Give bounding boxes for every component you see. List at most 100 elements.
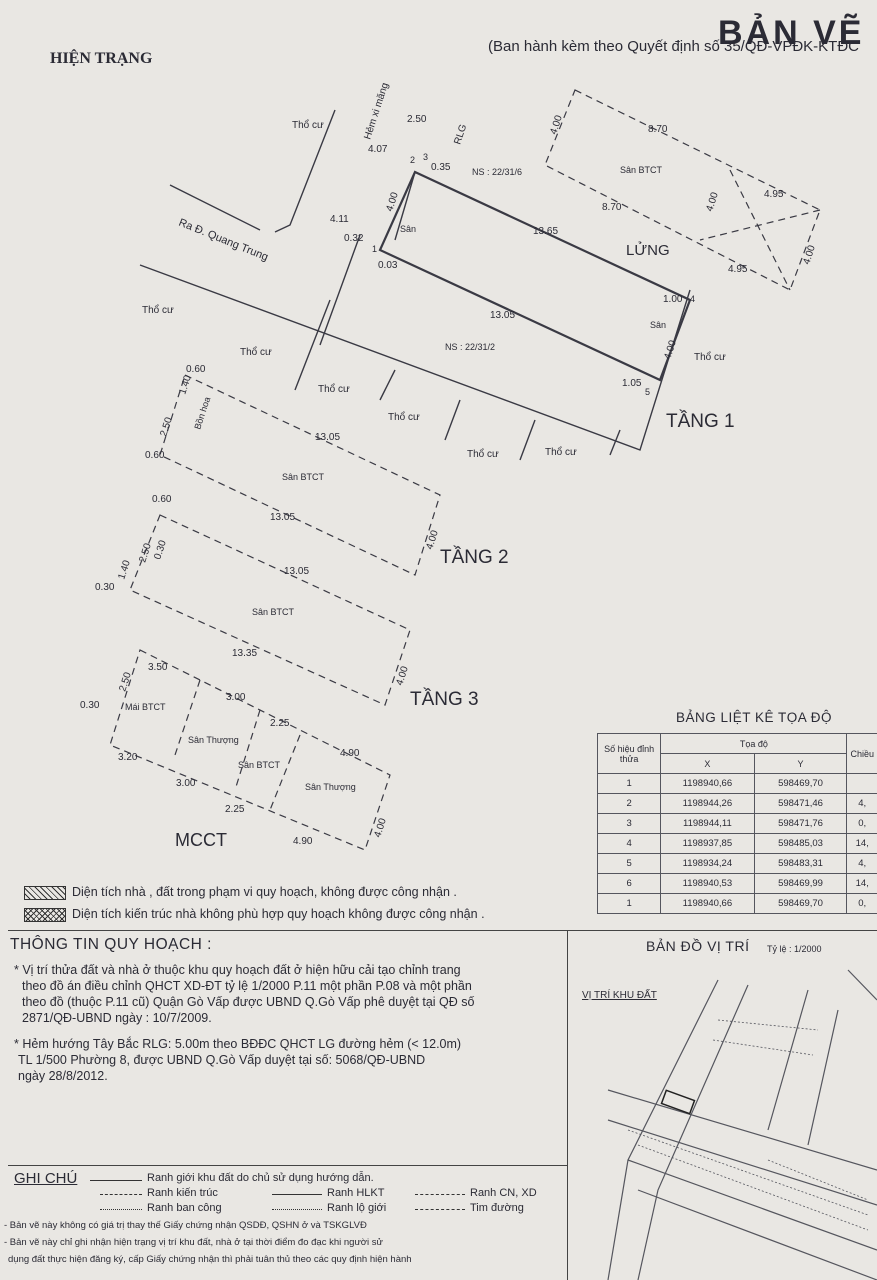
dim-label: 3.00 bbox=[226, 692, 246, 703]
label-san-thuong: Sân Thượng bbox=[188, 735, 239, 745]
label-bon-hoa: Bồn hoa bbox=[192, 396, 212, 431]
notes-heading: GHI CHÚ bbox=[14, 1170, 78, 1187]
divider bbox=[8, 930, 877, 931]
planning-paragraph-1: * Vị trí thửa đất và nhà ở thuộc khu quy… bbox=[14, 963, 475, 1025]
dim-label: 0.30 bbox=[95, 582, 115, 593]
location-map-label: VỊ TRÍ KHU ĐẤT bbox=[582, 990, 657, 1001]
point-label: 1 bbox=[372, 244, 377, 254]
label-tho-cu: Thổ cư bbox=[467, 448, 499, 460]
dim-label: 13.05 bbox=[315, 432, 340, 443]
label-ns2: NS : 22/31/2 bbox=[445, 342, 495, 352]
floor-label-tang2: TẦNG 2 bbox=[440, 546, 509, 568]
label-tho-cu: Thổ cư bbox=[545, 446, 577, 458]
dim-label: 4.00 bbox=[548, 114, 565, 136]
label-san-btct: Sân BTCT bbox=[620, 165, 663, 175]
label-san-btct: Sân BTCT bbox=[238, 760, 281, 770]
dim-label: 2.50 bbox=[158, 416, 175, 438]
dim-label: 13.05 bbox=[490, 310, 515, 321]
dim-label: 8.70 bbox=[602, 202, 622, 213]
dim-label: 0.35 bbox=[431, 162, 451, 173]
dim-label: 2.25 bbox=[270, 718, 290, 729]
note-disclaimer-1: - Bản vẽ này không có giá trị thay thế G… bbox=[4, 1220, 367, 1231]
dim-label: 1.40 bbox=[116, 559, 133, 581]
dim-label: 3.50 bbox=[148, 662, 168, 673]
dim-label: 0.60 bbox=[186, 364, 206, 375]
dim-label: 13.65 bbox=[533, 226, 558, 237]
legend-item-2: Diện tích kiến trúc nhà không phù hợp qu… bbox=[72, 907, 485, 921]
dim-label: 2.50 bbox=[137, 542, 154, 564]
dim-label: 1.00 bbox=[663, 294, 683, 305]
dim-label: 4.90 bbox=[340, 748, 360, 759]
location-map-scale: Tỷ lệ : 1/2000 bbox=[767, 944, 822, 954]
lot-tang2 bbox=[159, 374, 441, 576]
note-line-4: Ranh CN, XD bbox=[470, 1187, 537, 1199]
label-tho-cu: Thổ cư bbox=[292, 119, 324, 131]
divider bbox=[8, 1165, 567, 1166]
col-y-header: Y bbox=[753, 753, 848, 774]
line-sample-dashed bbox=[100, 1194, 142, 1195]
dim-label: 0.60 bbox=[152, 494, 172, 505]
label-san-thuong: Sân Thượng bbox=[305, 782, 356, 792]
note-disclaimer-2: - Bản vẽ này chỉ ghi nhận hiện trạng vị … bbox=[4, 1237, 383, 1248]
label-tho-cu: Thổ cư bbox=[240, 346, 272, 358]
location-map-title: BẢN ĐỒ VỊ TRÍ bbox=[646, 938, 750, 954]
road-edge-line bbox=[169, 184, 261, 231]
note-line-6: Ranh lộ giới bbox=[327, 1202, 387, 1214]
label-tho-cu: Thổ cư bbox=[142, 304, 174, 316]
lot-tang1 bbox=[378, 170, 692, 382]
dim-label: 4.00 bbox=[801, 244, 818, 266]
page-subtitle: (Ban hành kèm theo Quyết định số 35/QĐ-V… bbox=[488, 38, 860, 55]
dim-label: 1.40 bbox=[177, 374, 194, 396]
label-ra-duong: Ra Đ. Quang Trung bbox=[177, 217, 270, 264]
col-coord-header: Tọa độ bbox=[660, 733, 848, 754]
dim-label: 4.07 bbox=[368, 144, 388, 155]
dim-label: 2.50 bbox=[117, 671, 134, 693]
dim-label: 8.70 bbox=[648, 124, 668, 135]
floor-label-tang3: TẦNG 3 bbox=[410, 688, 479, 710]
point-label: 4 bbox=[690, 294, 695, 304]
label-tho-cu: Thổ cư bbox=[694, 351, 726, 363]
site-drawing: Thổ cư Thổ cư Thổ cư Thổ cư Thổ cư Thổ c… bbox=[80, 82, 821, 851]
label-rlg: RLG bbox=[452, 123, 469, 146]
section-current-state: HIỆN TRẠNG bbox=[50, 50, 153, 67]
planning-heading: THÔNG TIN QUY HOẠCH : bbox=[10, 936, 212, 953]
point-label: 3 bbox=[423, 152, 428, 162]
note-line-5: Ranh ban công bbox=[147, 1202, 222, 1214]
note-line-7: Tim đường bbox=[470, 1202, 524, 1214]
dim-label: 4.11 bbox=[330, 214, 349, 225]
road-edge-line bbox=[274, 109, 336, 233]
line-sample-dashed bbox=[415, 1209, 465, 1210]
label-ns1: NS : 22/31/6 bbox=[472, 167, 522, 177]
note-disclaimer-3: dụng đất thực hiện đăng ký, cấp Giấy chứ… bbox=[8, 1254, 412, 1265]
note-line-2: Ranh kiến trúc bbox=[147, 1187, 218, 1199]
label-lung: LỬNG bbox=[626, 241, 670, 259]
label-mai-btct: Mái BTCT bbox=[125, 702, 166, 712]
dim-label: 4.00 bbox=[424, 529, 441, 551]
dim-label: 2.50 bbox=[407, 114, 427, 125]
lot-tang3 bbox=[129, 514, 411, 706]
point-label: 5 bbox=[645, 387, 650, 397]
lot-mcct bbox=[109, 649, 391, 851]
line-sample-dotted bbox=[100, 1209, 142, 1210]
dim-label: 13.05 bbox=[270, 512, 295, 523]
line-sample-dotted bbox=[272, 1209, 322, 1210]
dim-label: 13.35 bbox=[232, 648, 257, 659]
point-label: 2 bbox=[410, 155, 415, 165]
dim-label: 13.05 bbox=[284, 566, 309, 577]
dim-label: 0.03 bbox=[378, 260, 398, 271]
legend-crosshatch-icon bbox=[24, 908, 66, 922]
dim-label: 1.05 bbox=[622, 378, 642, 389]
label-san-btct: Sân BTCT bbox=[252, 607, 295, 617]
label-mcct: MCCT bbox=[175, 830, 227, 850]
line-sample-solid bbox=[272, 1194, 322, 1195]
label-tho-cu: Thổ cư bbox=[388, 411, 420, 423]
line-sample-dashdot bbox=[415, 1194, 465, 1195]
